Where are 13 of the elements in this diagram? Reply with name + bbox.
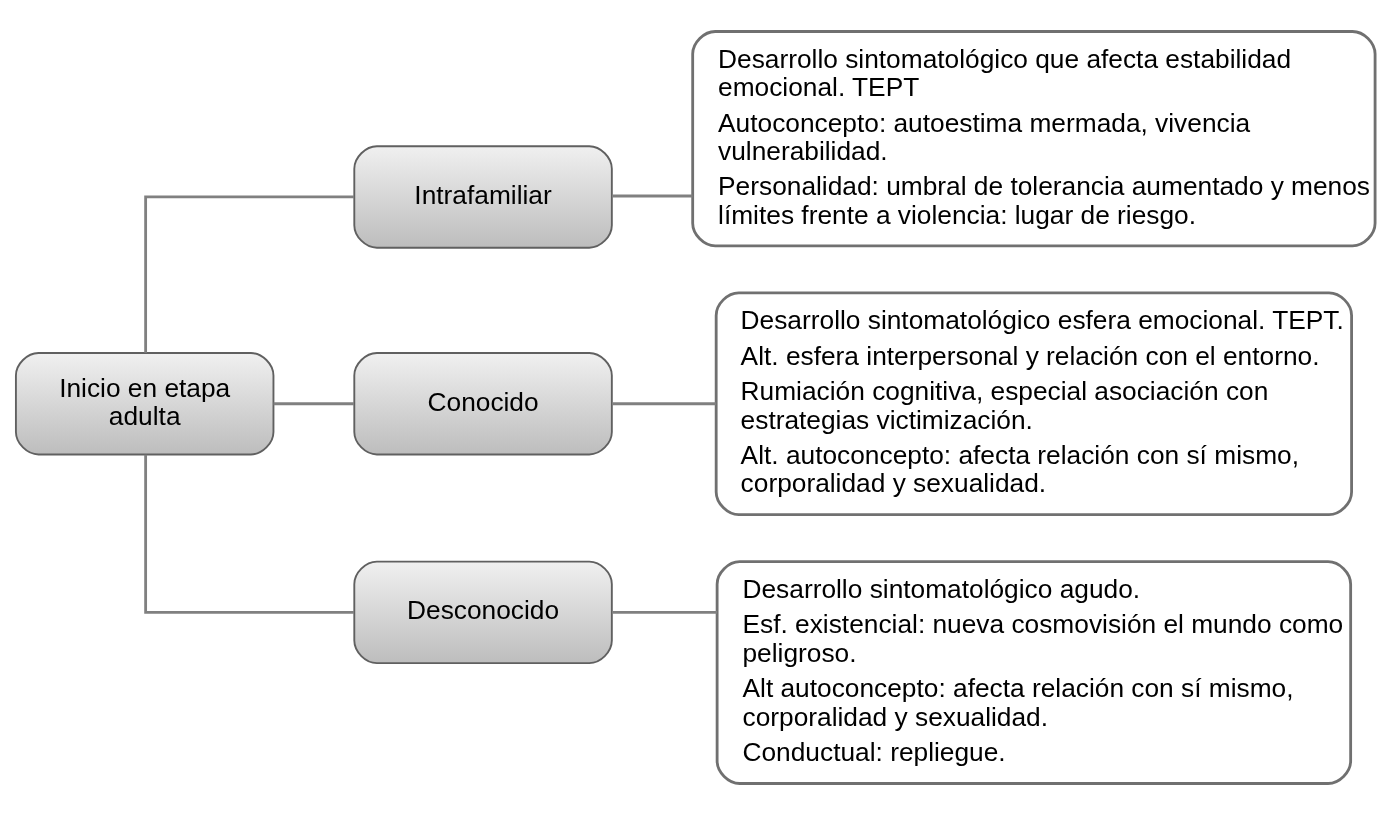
node-box: Desarrollo sintomatológico que afecta estabilidad emocional. TEPT Autoconcepto: autoestima mermada, vivencia vulnerabilidad. Personalidad: umbral de tolerancia aumentado y menos límites frente a violencia: lugar de riesgo. (691, 30, 1377, 248)
node-box: Desconocido (353, 560, 613, 665)
connector (612, 611, 718, 614)
connector (144, 454, 355, 614)
node-box: Desarrollo sintomatológico agudo. Esf. existencial: nueva cosmovisión el mundo como peligroso. Alt autoconcepto: afecta relación con sí mismo, corporalidad y sexualidad. Conductual: repliegue. (715, 560, 1353, 785)
node-box: Desarrollo sintomatológico esfera emocional. TEPT. Alt. esfera interpersonal y relación con el entorno. Rumiación cognitiva, especial asociación con estrategias victimización. Alt. autoconcepto: afecta relación con sí mismo, corporalidad y sexualidad. (714, 291, 1353, 517)
connector (612, 402, 716, 406)
node-box: Conocido (353, 352, 613, 456)
node-box: Inicio en etapa adulta (15, 352, 275, 456)
node-box: Intrafamiliar (353, 145, 613, 249)
connector (144, 195, 355, 353)
connector (612, 194, 693, 198)
connector (273, 402, 354, 406)
